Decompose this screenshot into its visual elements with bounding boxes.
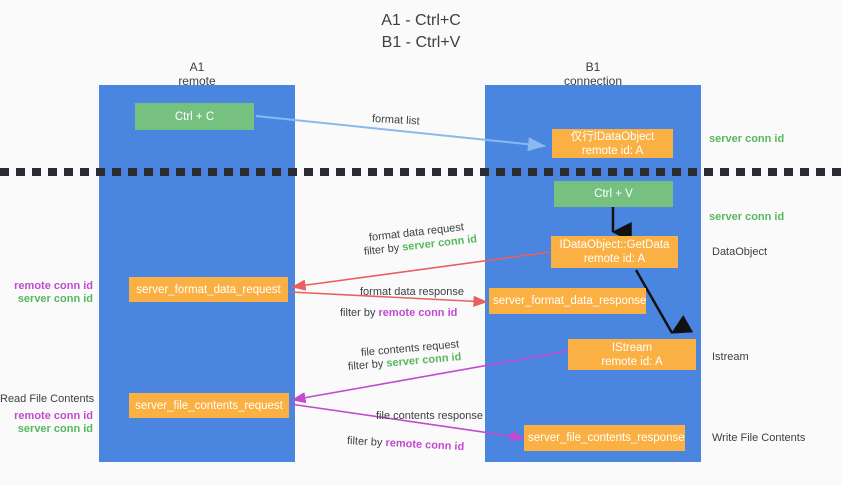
annotation-server-conn-id-top: server conn id	[709, 133, 785, 145]
filter-prefix-3: filter by	[347, 357, 387, 373]
annotation-read-file-contents: Read File Contents	[0, 393, 95, 405]
annotation-fmt-server-conn-id: server conn id	[17, 293, 93, 305]
node-ctrl-v[interactable]: Ctrl + V	[554, 181, 673, 207]
node-ctrl-v-label: Ctrl + V	[594, 188, 633, 200]
filter-prefix-2: filter by	[340, 307, 379, 319]
annotation-write-file-contents: Write File Contents	[712, 432, 806, 444]
edge-label-file-contents-response-filter: filter by remote conn id	[347, 434, 465, 454]
filter-prefix-1: filter by	[363, 241, 403, 258]
node-getdata-sublabel: remote id: A	[583, 253, 646, 265]
node-server-file-contents-response-label: server_file_contents_response	[528, 432, 685, 444]
annotation-fc-remote-conn-id: remote conn id	[14, 410, 93, 422]
node-ctrl-c-label: Ctrl + C	[174, 110, 215, 123]
annotation-istream: Istream	[712, 351, 749, 363]
node-set-clipboard-sublabel: remote id: A	[581, 144, 644, 157]
node-server-file-contents-response[interactable]: server_file_contents_response	[524, 425, 685, 451]
node-getdata[interactable]: IDataObject::GetData remote id: A	[551, 236, 678, 268]
column-b1-sublabel: connection	[563, 74, 623, 88]
column-header-a1: A1 remote	[99, 60, 295, 88]
node-server-format-data-request-label: server_format_data_request	[136, 283, 281, 296]
column-header-b1: B1 connection	[485, 60, 701, 88]
title-line-1: A1 - Ctrl+C	[381, 12, 461, 29]
node-ctrl-c[interactable]: Ctrl + C	[135, 103, 254, 130]
column-a1-name: A1	[189, 60, 205, 74]
column-b1-name: B1	[585, 60, 601, 74]
edge-label-format-data-response: format data response	[360, 286, 464, 298]
node-set-clipboard[interactable]: 仅行IDataObject remote id: A	[552, 129, 673, 158]
annotation-dataobject: DataObject	[712, 246, 768, 258]
title-line-2: B1 - Ctrl+V	[381, 34, 461, 51]
node-getdata-label: IDataObject::GetData	[559, 239, 670, 251]
phase-divider	[0, 168, 842, 176]
node-server-format-data-response[interactable]: server_format_data_response	[489, 288, 646, 314]
node-server-format-data-request[interactable]: server_format_data_request	[129, 277, 288, 302]
node-server-file-contents-request-label: server_file_contents_request	[135, 399, 283, 412]
edge-label-file-contents-response: file contents response	[376, 410, 484, 422]
node-server-file-contents-request[interactable]: server_file_contents_request	[129, 393, 289, 418]
annotation-fmt-remote-conn-id: remote conn id	[14, 280, 93, 292]
edge-label-format-list: format list	[371, 113, 420, 128]
filter-prefix-4: filter by	[346, 435, 386, 450]
edge-label-format-data-response-filter: filter by remote conn id	[340, 306, 457, 320]
node-server-format-data-response-label: server_format_data_response	[493, 295, 647, 307]
filter-key-remote-conn-id-2: remote conn id	[385, 437, 465, 454]
annotation-server-conn-id-mid: server conn id	[709, 211, 785, 223]
node-istream-sublabel: remote id: A	[601, 355, 663, 368]
node-istream[interactable]: IStream remote id: A	[568, 339, 696, 370]
column-a1-sublabel: remote	[178, 74, 216, 88]
annotation-fc-server-conn-id: server conn id	[17, 423, 93, 435]
node-set-clipboard-label: 仅行IDataObject	[570, 130, 655, 143]
diagram-title: A1 - Ctrl+C B1 - Ctrl+V	[0, 10, 842, 54]
node-istream-label: IStream	[611, 341, 653, 354]
filter-key-remote-conn-id-1: remote conn id	[378, 307, 458, 319]
